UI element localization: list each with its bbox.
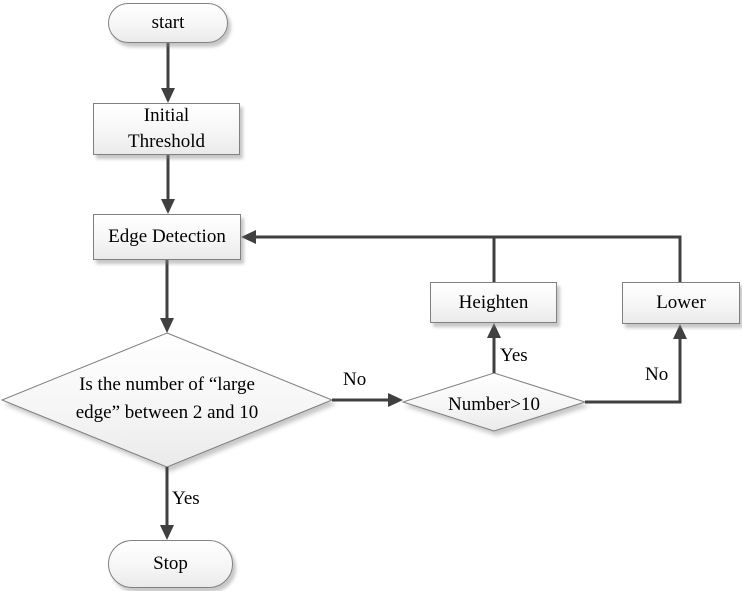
edge-label-yes-to-stop: Yes bbox=[172, 488, 200, 509]
arrow-edge-detection-to-decision bbox=[160, 260, 174, 333]
start-node: start bbox=[108, 3, 228, 43]
large-edge-decision-line1: Is the number of “large bbox=[79, 374, 255, 395]
arrow-initial-threshold-to-edge-detection bbox=[161, 155, 175, 214]
edge-label-no-to-number-decision: No bbox=[343, 369, 367, 390]
initial-threshold-label: Initial Threshold bbox=[127, 105, 206, 152]
large-edge-decision-line2: edge” between 2 and 10 bbox=[75, 402, 259, 423]
initial-threshold-node: Initial Threshold bbox=[93, 103, 240, 155]
edge-detection-label: Edge Detection bbox=[108, 226, 226, 247]
arrow-decision-no-to-number-decision bbox=[332, 393, 403, 407]
start-label: start bbox=[151, 12, 185, 33]
arrow-feedback-to-edge-detection bbox=[241, 230, 682, 282]
arrow-decision-yes-to-stop bbox=[160, 467, 174, 540]
lower-node: Lower bbox=[622, 282, 740, 324]
heighten-label: Heighten bbox=[458, 291, 529, 313]
stop-node: Stop bbox=[108, 540, 233, 588]
heighten-node: Heighten bbox=[430, 282, 557, 323]
large-edge-decision-label: Is the number of “large edge” between 2 … bbox=[37, 371, 297, 427]
arrow-start-to-initial-threshold bbox=[161, 43, 175, 103]
edge-label-yes-to-heighten: Yes bbox=[500, 345, 528, 366]
lower-label: Lower bbox=[656, 292, 706, 313]
edge-detection-node: Edge Detection bbox=[93, 214, 241, 260]
stop-label: Stop bbox=[153, 553, 188, 574]
arrow-number-yes-to-heighten bbox=[487, 323, 501, 373]
number-decision-diamond bbox=[401, 372, 587, 432]
arrow-number-no-to-lower bbox=[585, 324, 687, 404]
number-decision-label: Number>10 bbox=[448, 394, 540, 415]
edge-label-no-to-lower: No bbox=[645, 364, 669, 385]
